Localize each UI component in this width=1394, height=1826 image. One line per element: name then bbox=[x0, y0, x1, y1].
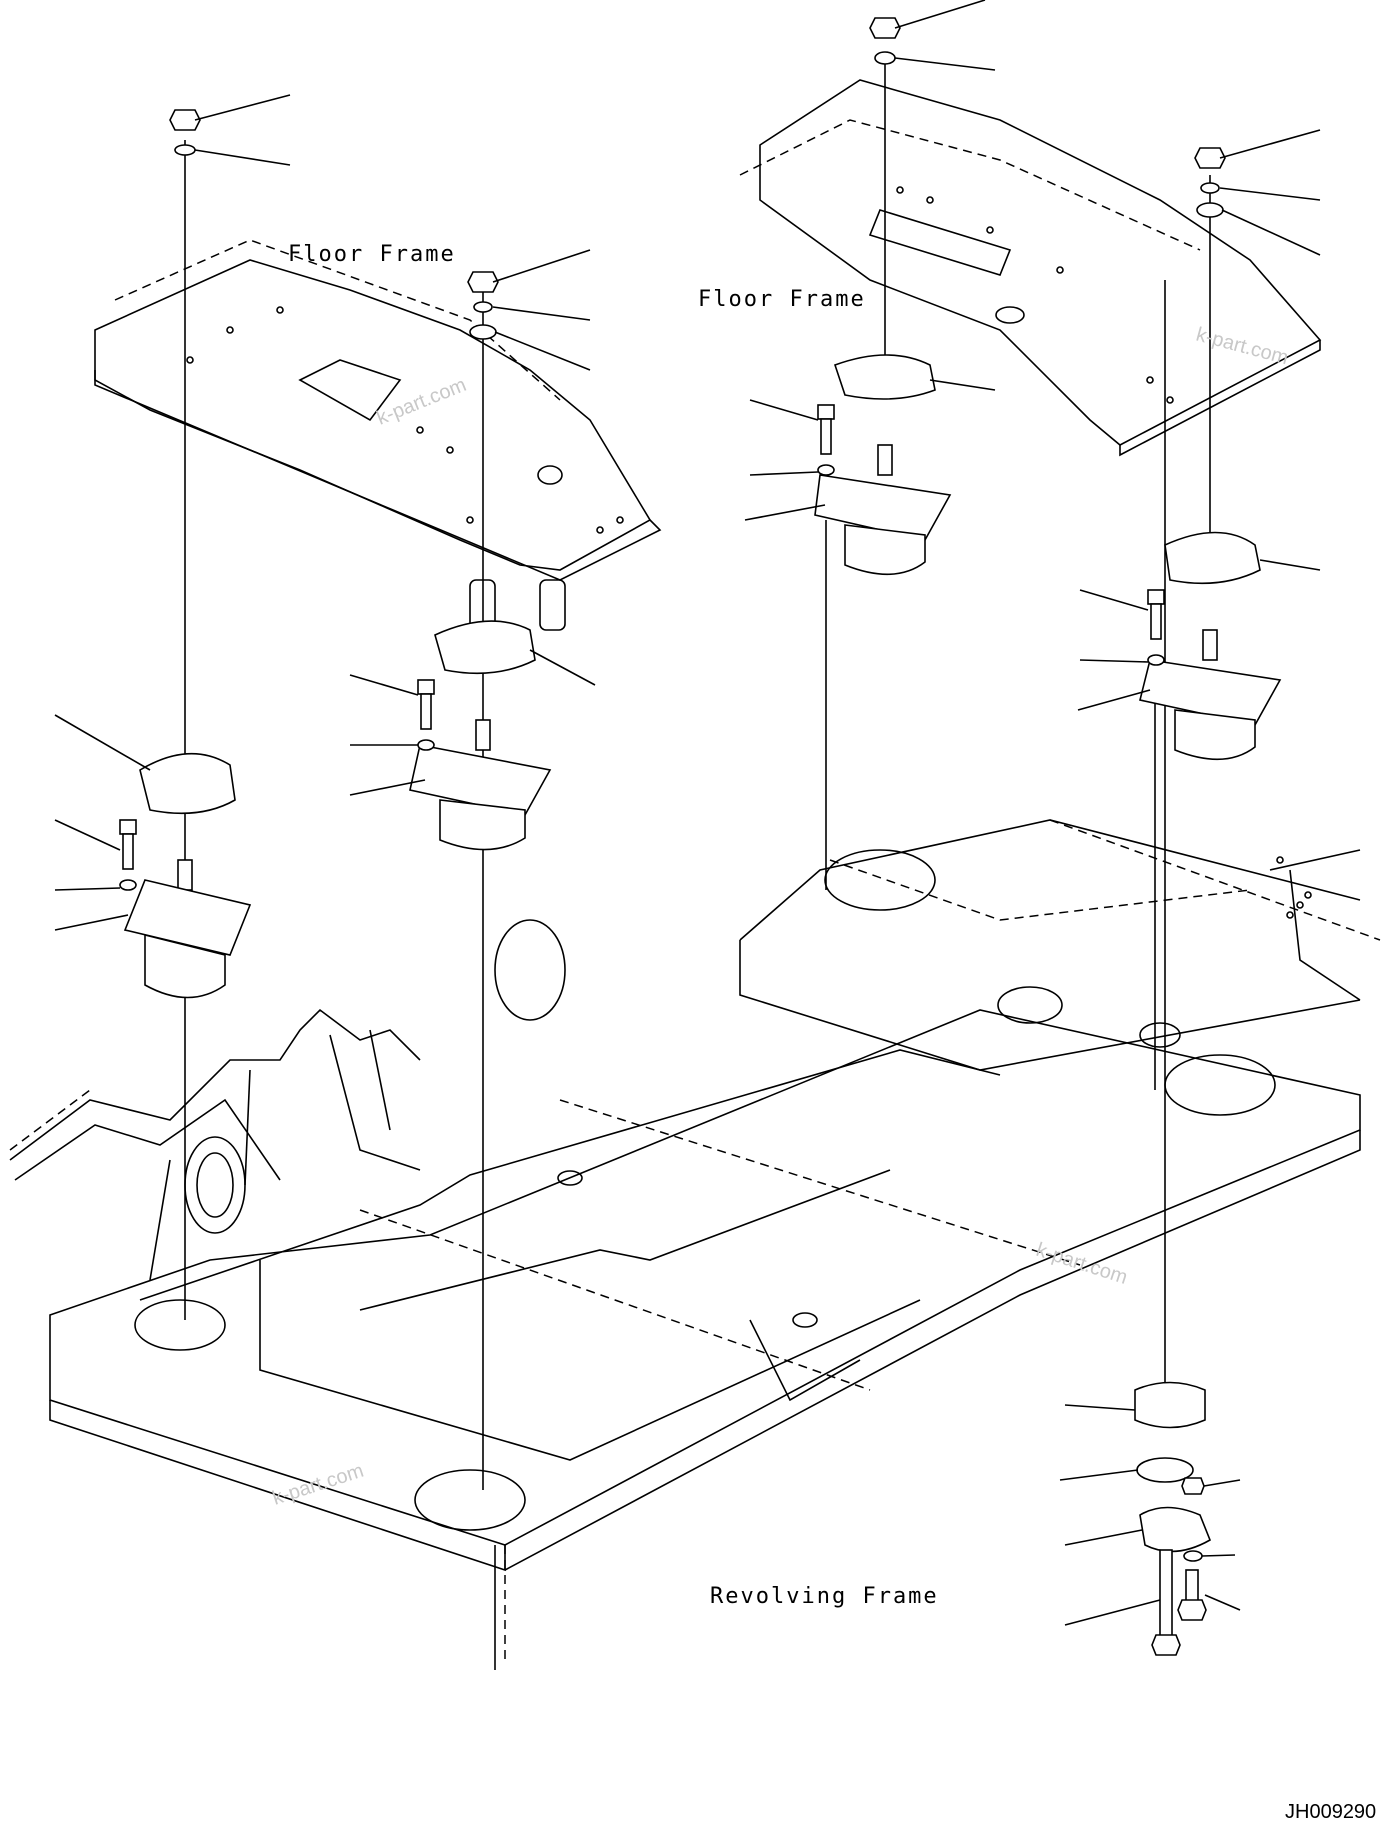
floor-frame-right-label: Floor Frame bbox=[698, 287, 866, 312]
revolving-frame-label: Revolving Frame bbox=[710, 1584, 939, 1609]
watermark-3: k-part.com bbox=[1033, 1239, 1130, 1289]
watermark-4: k-part.com bbox=[270, 1460, 367, 1510]
watermark-2: k-part.com bbox=[1194, 324, 1291, 370]
floor-frame-left-drawing bbox=[94, 239, 662, 631]
mount-assembly-3 bbox=[814, 17, 952, 890]
mount-assembly-2 bbox=[409, 271, 552, 1490]
floor-frame-right-drawing bbox=[739, 79, 1322, 457]
mount-assembly-4 bbox=[1134, 147, 1282, 1656]
floor-frame-left-label: Floor Frame bbox=[288, 242, 456, 267]
mount-assembly-1 bbox=[119, 109, 252, 1320]
leader-lines bbox=[54, 0, 1321, 1626]
drawing-code: JH009290 bbox=[1285, 1801, 1376, 1823]
watermark-1: k-part.com bbox=[374, 374, 470, 430]
